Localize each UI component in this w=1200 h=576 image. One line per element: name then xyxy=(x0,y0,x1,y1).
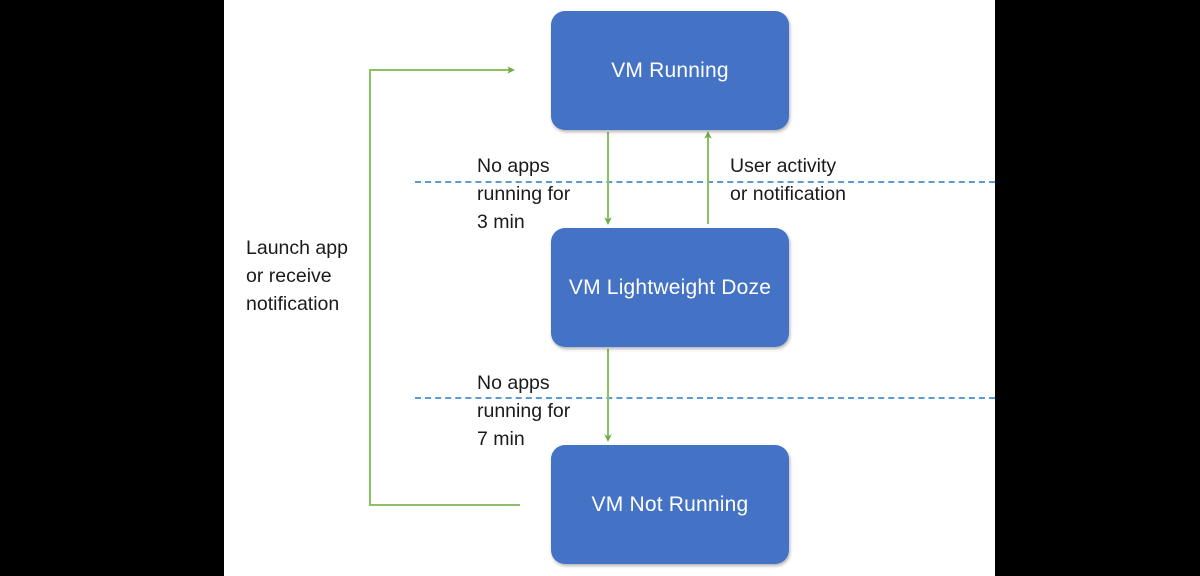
state-vm-lightweight-doze-label: VM Lightweight Doze xyxy=(568,276,772,299)
state-vm-running-label: VM Running xyxy=(611,59,729,82)
diagram-canvas: VM Running VM Lightweight Doze VM Not Ru… xyxy=(224,0,995,576)
state-vm-running[interactable]: VM Running xyxy=(551,11,789,130)
state-vm-not-running-label: VM Not Running xyxy=(591,493,749,516)
divider-doze-threshold xyxy=(415,181,995,183)
divider-off-threshold xyxy=(415,397,995,399)
edge-label-doze-to-not-running: No apps running for 7 min xyxy=(477,372,571,450)
edge-label-running-to-doze: No apps running for 3 min xyxy=(477,155,571,233)
edge-label-doze-to-running: User activity or notification xyxy=(730,155,846,205)
state-vm-lightweight-doze[interactable]: VM Lightweight Doze xyxy=(551,228,789,347)
edge-label-not-running-to-running: Launch app or receive notification xyxy=(246,237,348,315)
transition-edges xyxy=(368,66,712,507)
state-vm-not-running[interactable]: VM Not Running xyxy=(551,445,789,564)
edge-not-running-to-running xyxy=(368,66,520,507)
